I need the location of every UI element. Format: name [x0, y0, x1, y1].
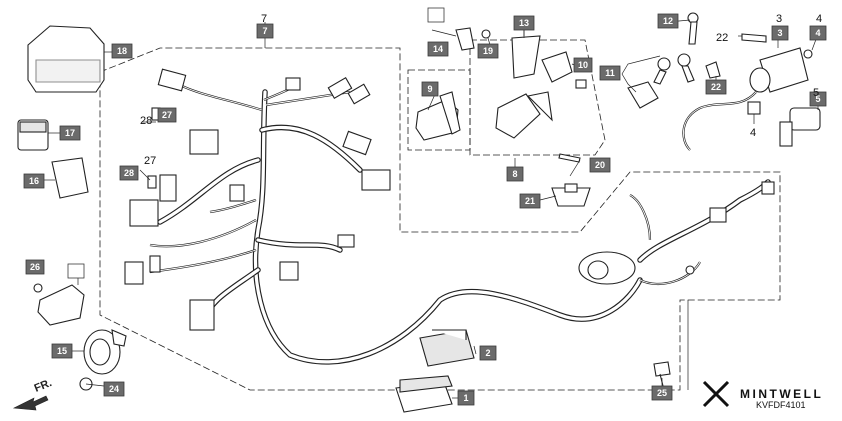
harness-group-outline — [99, 47, 781, 391]
callout-27: 27 — [157, 107, 177, 123]
ignition-lock-part — [415, 91, 461, 141]
brand-name: MINTWELL — [740, 387, 823, 401]
callout-8: 8 — [506, 166, 524, 182]
callout-28: 28 — [119, 165, 139, 181]
svg-text:8: 8 — [512, 169, 517, 179]
svg-text:10: 10 — [578, 60, 588, 70]
svg-text:16: 16 — [29, 176, 39, 186]
svg-text:3: 3 — [777, 28, 782, 38]
svg-text:26: 26 — [30, 262, 40, 272]
callout-16: 16 — [23, 173, 45, 189]
callout-25: 25 — [651, 385, 673, 401]
svg-text:24: 24 — [109, 384, 119, 394]
svg-text:28: 28 — [124, 168, 134, 178]
callout-7: 7 — [256, 23, 274, 39]
callout-17: 17 — [59, 125, 81, 141]
callout-1: 1 — [457, 390, 475, 406]
callout-18: 18 — [111, 43, 133, 59]
svg-text:25: 25 — [657, 388, 667, 398]
control-unit-part — [42, 157, 89, 199]
svg-text:4: 4 — [815, 28, 820, 38]
fuse-parts — [147, 107, 161, 189]
horn-bolt-part — [79, 377, 105, 391]
callout-19: 19 — [477, 43, 499, 59]
keys-part — [627, 53, 695, 109]
plain-label-3: 3 — [776, 13, 782, 25]
plain-label-4-lower: 4 — [750, 127, 756, 139]
screw-part — [481, 29, 587, 163]
callout-21: 21 — [519, 193, 541, 209]
svg-text:1: 1 — [463, 393, 468, 403]
callout-10: 10 — [573, 57, 593, 73]
horn-part — [83, 329, 127, 375]
callout-20: 20 — [589, 157, 611, 173]
callout-empty-left — [67, 263, 85, 279]
callout-26: 26 — [25, 259, 45, 275]
callout-14: 14 — [427, 41, 449, 57]
svg-text:9: 9 — [427, 84, 432, 94]
callout-12: 12 — [657, 13, 679, 29]
svg-text:14: 14 — [433, 44, 443, 54]
svg-text:11: 11 — [605, 68, 615, 78]
key-blank-part — [687, 12, 699, 45]
plain-label-28: 28 — [140, 115, 152, 127]
callout-2: 2 — [479, 345, 497, 361]
seat-lock-part — [455, 27, 475, 51]
svg-text:20: 20 — [595, 160, 605, 170]
svg-text:17: 17 — [65, 128, 75, 138]
svg-text:15: 15 — [57, 346, 67, 356]
callout-15: 15 — [51, 343, 73, 359]
svg-text:2: 2 — [485, 348, 490, 358]
callout-13: 13 — [513, 15, 535, 31]
svg-text:13: 13 — [519, 18, 529, 28]
relay-part — [17, 119, 60, 151]
callout-9: 9 — [421, 81, 439, 97]
rubber-case-part — [395, 375, 453, 413]
plain-label-5: 5 — [813, 87, 819, 99]
wire-harness-part — [149, 84, 771, 365]
front-direction-indicator: FR. — [12, 377, 54, 411]
band-part — [551, 183, 591, 207]
svg-text:12: 12 — [663, 16, 673, 26]
cover-part — [419, 329, 475, 367]
direction-label: FR. — [33, 377, 54, 395]
svg-text:21: 21 — [525, 196, 535, 206]
callout-empty-top — [427, 7, 445, 23]
callout-24: 24 — [103, 381, 125, 397]
plain-label-7: 7 — [261, 13, 267, 25]
svg-text:7: 7 — [262, 26, 267, 36]
plain-label-27: 27 — [144, 155, 156, 167]
spark-plug-cap-part — [779, 107, 821, 147]
lock-group-outline — [469, 39, 606, 156]
harness-connectors — [124, 68, 775, 331]
coil-bolt-part — [705, 33, 767, 79]
brand-logo: MINTWELL — [702, 380, 823, 408]
callout-3: 3 — [771, 25, 789, 41]
bracket-part — [33, 283, 85, 326]
lock-assembly-part — [495, 35, 573, 139]
svg-text:22: 22 — [711, 82, 721, 92]
svg-text:18: 18 — [117, 46, 127, 56]
callout-11: 11 — [599, 65, 621, 81]
svg-text:19: 19 — [483, 46, 493, 56]
callout-22: 22 — [705, 79, 727, 95]
diagram-code: KVFDF4101 — [756, 400, 806, 410]
callout-5: 5 — [809, 91, 827, 107]
relay-cover-part — [27, 25, 112, 93]
callout-4: 4 — [809, 25, 827, 41]
plain-label-22: 22 — [716, 32, 728, 44]
svg-text:5: 5 — [815, 94, 820, 104]
svg-text:27: 27 — [162, 110, 172, 120]
plain-label-4-top: 4 — [816, 13, 822, 25]
ignition-coil-part — [682, 47, 809, 151]
